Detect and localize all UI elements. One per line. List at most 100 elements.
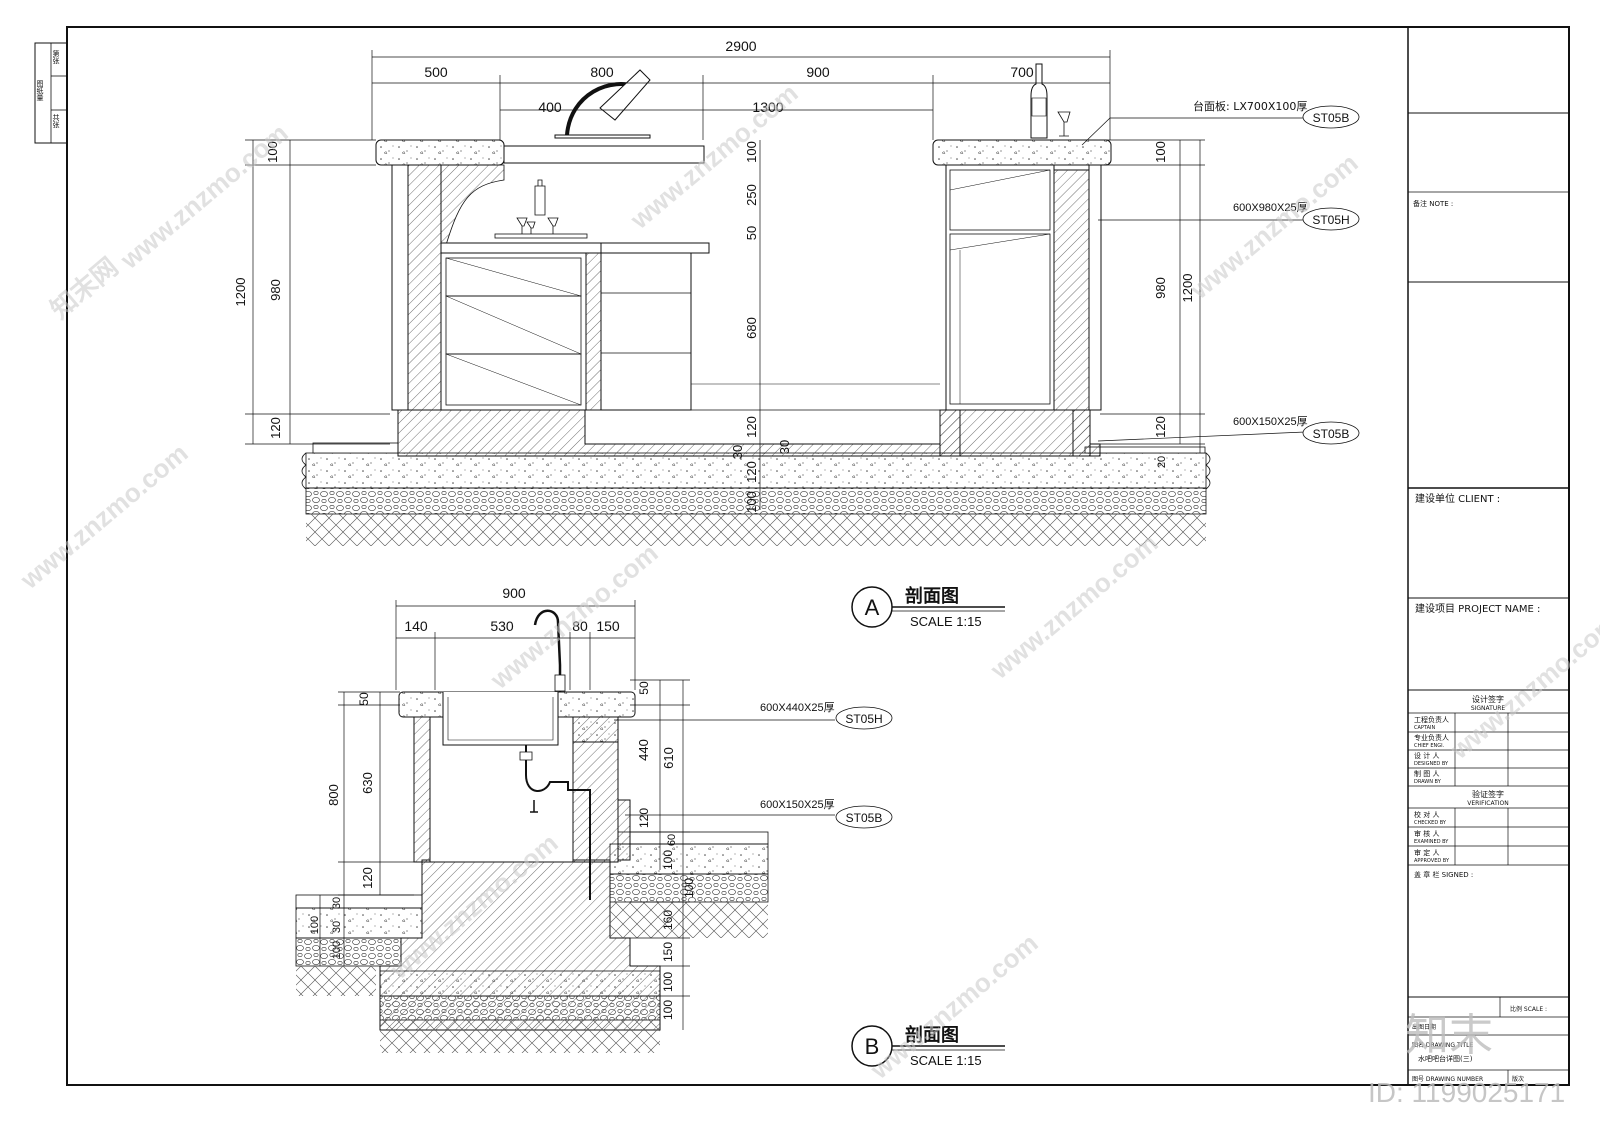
right-base xyxy=(939,409,1101,457)
dim-mid-120: 120 xyxy=(744,416,759,438)
dim-b-left-120: 120 xyxy=(360,867,375,889)
role-designer: 设 计 人 xyxy=(1414,751,1439,760)
dim-mid-30b: 30 xyxy=(777,440,792,454)
callout-b-side: 600X440X25厚 xyxy=(760,701,835,714)
signature-table-1: 工程负责人 CAPTAIN 专业负责人 CHIEF ENGI. 设 计 人 DE… xyxy=(1408,712,1569,787)
dim-b-left-30b: 30 xyxy=(331,921,343,933)
section-b-letter: B xyxy=(865,1034,880,1059)
shelf xyxy=(440,242,602,254)
role-captain-en: CAPTAIN xyxy=(1414,725,1435,731)
dim-800: 800 xyxy=(590,64,614,80)
drain-trap xyxy=(525,745,591,900)
design-signature-title: 设计签字 xyxy=(1472,694,1504,704)
dim-mid-50: 50 xyxy=(744,226,759,240)
wine-bottle xyxy=(1030,63,1048,139)
dim-b-right-100b: 100 xyxy=(682,878,696,898)
dim-b-right-100d: 100 xyxy=(661,1000,675,1020)
drawing-title-label: 图名 DRAWING TITLE xyxy=(1412,1041,1473,1049)
callout-bubble-2 xyxy=(1302,207,1360,231)
dim-b-right-100a: 100 xyxy=(661,850,675,870)
dim-700: 700 xyxy=(1010,64,1034,80)
sink-basin xyxy=(442,692,559,746)
sheet-border xyxy=(66,26,1570,1086)
callout-code-2: ST05H xyxy=(1312,213,1349,227)
left-stone-wall xyxy=(407,164,442,411)
role-chief: 专业负责人 xyxy=(1414,733,1449,742)
role-drawer: 制 图 人 xyxy=(1414,769,1439,778)
watermark-site-6: www.znzmo.com xyxy=(984,528,1164,686)
dim-right-980: 980 xyxy=(1153,277,1168,299)
watermark-brand: 知末 xyxy=(1405,1010,1493,1061)
section-a: 2900 500 800 900 700 400 1300 100 1200 9… xyxy=(233,38,1360,629)
role-examiner: 审 核 人 xyxy=(1414,829,1439,838)
watermark-id: ID: 1199025171 xyxy=(1368,1077,1565,1108)
dim-mid-100: 100 xyxy=(744,141,759,163)
verification-title: 验证签字 xyxy=(1472,789,1504,799)
section-a-scale: SCALE 1:15 xyxy=(910,614,982,629)
project-name-label: 建设项目 PROJECT NAME : xyxy=(1415,602,1540,615)
role-approver: 审 定 人 xyxy=(1414,848,1439,857)
role-examiner-en: EXAMINED BY xyxy=(1414,839,1449,845)
verification-en: VERIFICATION xyxy=(1467,800,1509,807)
dim-b-80: 80 xyxy=(572,618,588,634)
callout-bubble-b1 xyxy=(835,706,893,730)
signed-label: 盖 章 栏 SIGNED : xyxy=(1414,870,1473,879)
callout-bubble-1 xyxy=(1302,105,1360,129)
section-b-title: 剖面图 xyxy=(905,1024,959,1046)
faucet-b xyxy=(533,609,562,692)
right-stone-wall xyxy=(1053,169,1090,411)
callout-bubble-b2 xyxy=(835,805,893,829)
tray xyxy=(494,233,588,239)
dim-b-right-610: 610 xyxy=(661,747,676,769)
paving-right xyxy=(1084,446,1206,454)
role-captain: 工程负责人 xyxy=(1414,715,1449,724)
left-countertop xyxy=(375,139,505,166)
watermark-site-9: www.znzmo.com xyxy=(1444,608,1600,766)
dim-left-980: 980 xyxy=(268,279,283,301)
dim-b-left-630: 630 xyxy=(360,772,375,794)
callout-b-code-2: ST05B xyxy=(846,811,883,825)
strip-label-2: 第张 xyxy=(52,49,60,65)
dim-left-120: 120 xyxy=(268,417,283,439)
dim-right-100: 100 xyxy=(1153,141,1168,163)
drawer-stack xyxy=(440,252,587,411)
decanter xyxy=(534,179,546,216)
dim-b-right-100c: 100 xyxy=(661,972,675,992)
dim-mid-100b: 100 xyxy=(744,491,759,513)
client-label: 建设单位 CLIENT : xyxy=(1415,492,1500,505)
strip-label-3: 共张 xyxy=(52,113,60,129)
soil-layer xyxy=(306,514,1206,546)
callout-b-code-1: ST05H xyxy=(845,712,882,726)
callout-bubble-3 xyxy=(1302,421,1360,445)
dim-b-right-120: 120 xyxy=(637,808,651,828)
dim-left-100: 100 xyxy=(265,141,280,163)
dim-mid-120b: 120 xyxy=(744,461,759,483)
section-b: 900 140 530 80 150 50 800 630 120 30 100… xyxy=(295,585,1005,1068)
strip-label-1: 图纸量 xyxy=(36,80,44,101)
base-plinth xyxy=(397,409,961,457)
callout-countertop: 台面板: LX700X100厚 xyxy=(1193,99,1307,113)
note-label: 备注 NOTE : xyxy=(1413,199,1453,208)
callout-base-panel: 600X150X25厚 xyxy=(1233,415,1308,428)
dim-500: 500 xyxy=(424,64,448,80)
dim-b-900: 900 xyxy=(502,585,526,601)
drawing-number-label: 图号 DRAWING NUMBER xyxy=(1412,1076,1483,1083)
callout-side-panel: 600X980X25厚 xyxy=(1233,201,1308,214)
date-label: 出图日期 xyxy=(1412,1023,1436,1031)
section-a-title: 剖面图 xyxy=(905,585,959,607)
dim-b-right-440: 440 xyxy=(636,739,651,761)
dim-1300: 1300 xyxy=(752,99,783,115)
left-info-strip: 图纸量 第张 共张 xyxy=(34,42,68,144)
callout-code-1: ST05B xyxy=(1313,111,1350,125)
drawing-title: 水吧吧台详图(三) xyxy=(1418,1054,1473,1063)
signature-table-2: 校 对 人 CHECKED BY 审 核 人 EXAMINED BY 审 定 人… xyxy=(1408,807,1569,866)
role-drawer-en: DRAWN BY xyxy=(1414,779,1442,785)
dim-b-140: 140 xyxy=(404,618,428,634)
dim-b-150: 150 xyxy=(596,618,620,634)
dim-mid-250: 250 xyxy=(744,184,759,206)
section-b-scale: SCALE 1:15 xyxy=(910,1053,982,1068)
wine-glass xyxy=(1057,111,1071,137)
dim-mid-30a: 30 xyxy=(730,445,745,459)
dim-b-530: 530 xyxy=(490,618,514,634)
